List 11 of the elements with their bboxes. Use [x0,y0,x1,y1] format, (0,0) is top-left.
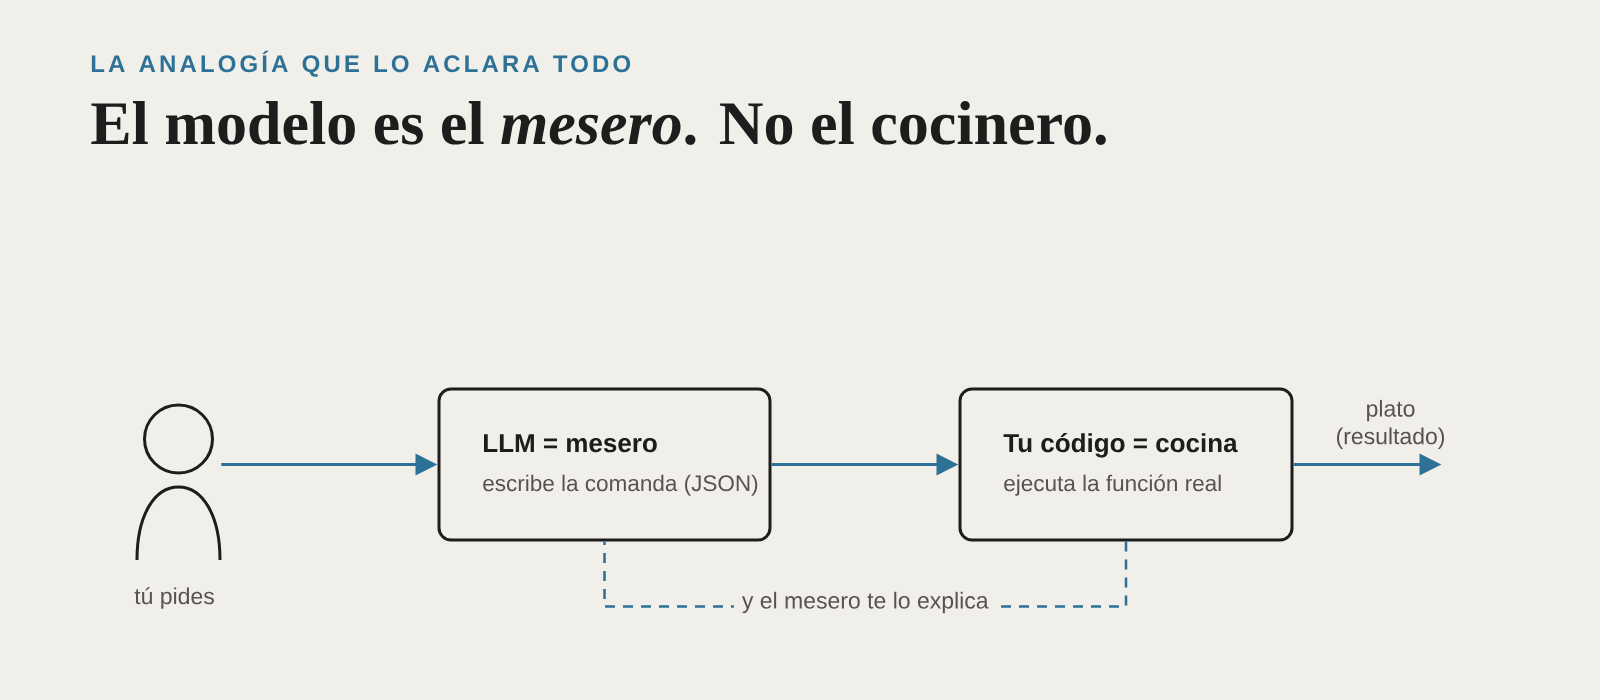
heading: El modelo es el mesero. No el cocinero. [91,101,1106,145]
edge-label: plato (resultado) [1336,399,1445,449]
box-text: ejecuta la función real [1004,474,1221,496]
kicker: LA ANALOGÍA QUE LO ACLARA TODO [91,50,631,77]
box-title: Tu código = cocina [1003,432,1238,458]
process-box [958,387,1294,542]
edge-label: y el mesero te lo explica [733,589,997,616]
box-title: LLM = mesero [484,434,657,453]
process-box [437,387,772,542]
node-label: tú pides [134,587,214,609]
box-text: escribe la comanda (JSON) [483,474,758,496]
